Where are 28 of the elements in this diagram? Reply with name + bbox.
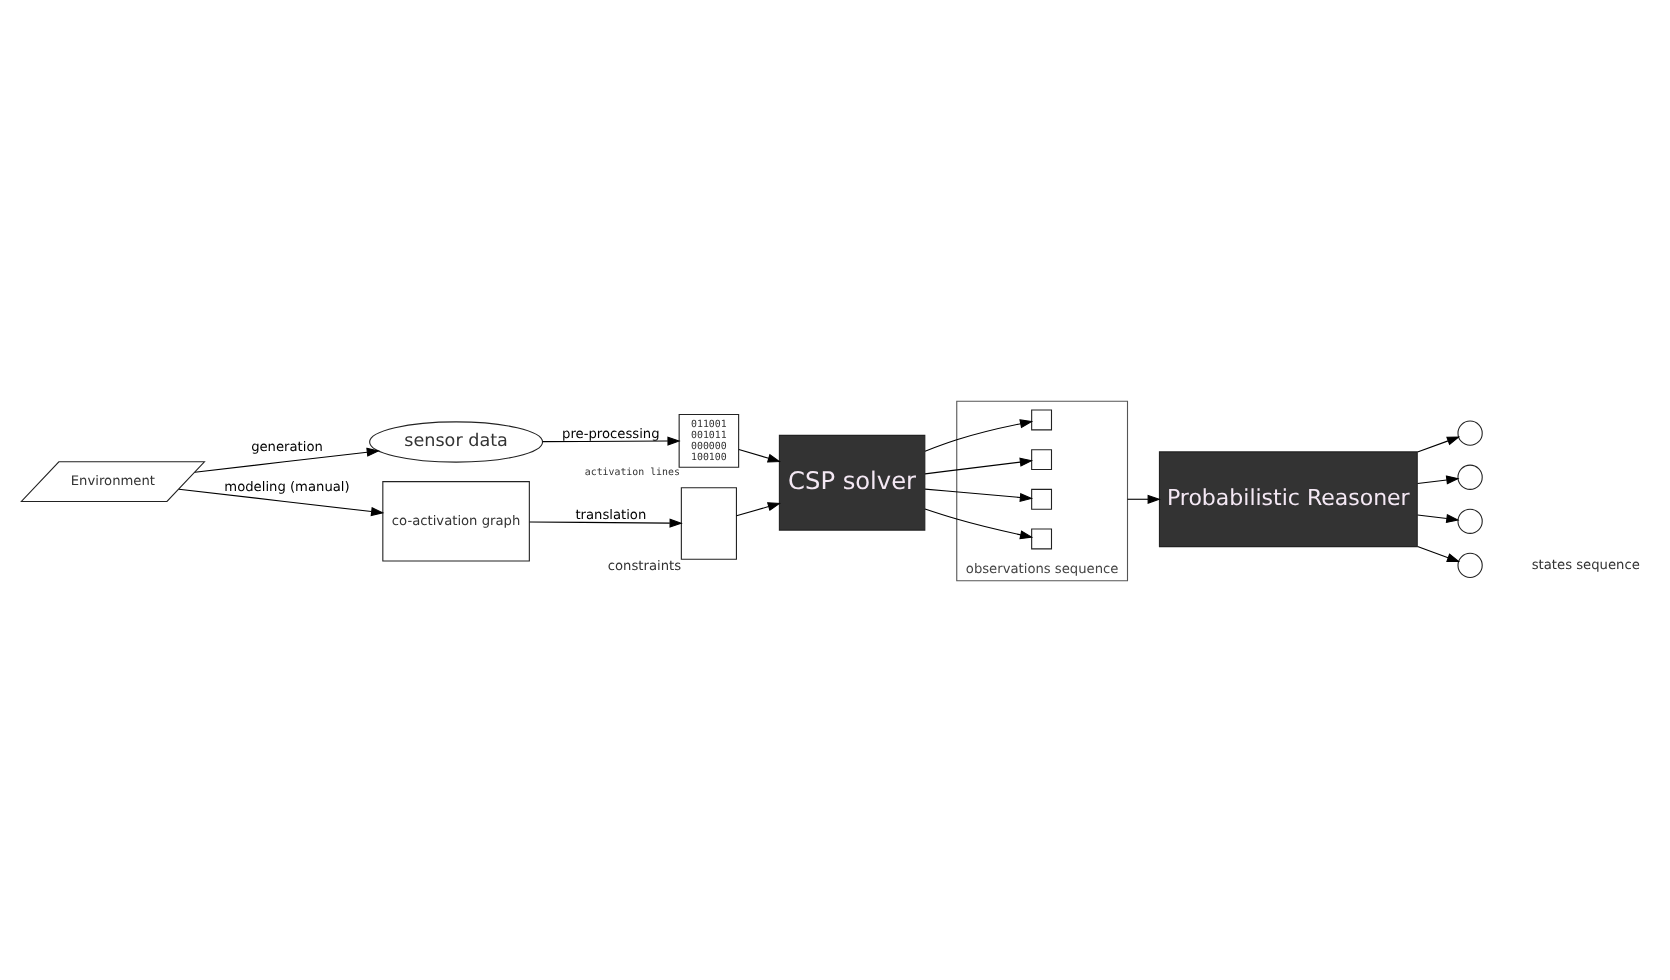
arrow	[1417, 474, 1460, 484]
arrow	[1126, 493, 1161, 503]
arrow	[194, 446, 380, 472]
arrow	[542, 435, 681, 445]
node-box	[1031, 487, 1053, 509]
node-box: Probabilistic Reasoner	[1158, 450, 1418, 547]
node-box: CSP solver	[778, 433, 926, 530]
arrow	[1417, 512, 1460, 523]
arrow	[1417, 544, 1461, 562]
arrow	[924, 418, 1034, 451]
node-box	[680, 486, 737, 559]
arrow	[924, 487, 1034, 502]
arrow	[924, 507, 1034, 539]
cluster	[956, 399, 1129, 581]
arrow	[178, 487, 385, 516]
arrow	[924, 456, 1034, 474]
arrow	[738, 447, 781, 462]
node-box	[1031, 448, 1053, 470]
node-box	[1031, 527, 1053, 549]
arrow	[1417, 435, 1461, 452]
node-circle	[1457, 463, 1483, 489]
node-ellipse: sensor data	[369, 420, 544, 462]
node-box	[1031, 408, 1053, 430]
node-circle	[1457, 551, 1483, 578]
arrow	[735, 501, 781, 516]
arrow	[529, 517, 683, 527]
node-circle	[1457, 507, 1483, 533]
node-circle	[1457, 419, 1483, 445]
